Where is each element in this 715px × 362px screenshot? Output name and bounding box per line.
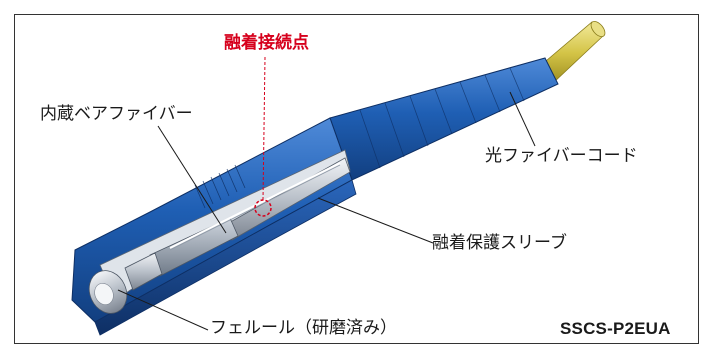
leader-fusion-point bbox=[262, 56, 266, 201]
connector-boot bbox=[329, 57, 559, 181]
label-fusion-protection-sleeve: 融着保護スリーブ bbox=[432, 233, 567, 253]
cutaway-interior bbox=[88, 149, 351, 314]
model-number: SSCS-P2EUA bbox=[560, 319, 671, 338]
label-ferrule: フェルール（研磨済み） bbox=[210, 318, 397, 338]
label-fusion-point: 融着接続点 bbox=[224, 33, 309, 53]
leader-fiber-cord bbox=[509, 91, 536, 147]
label-built-in-bare-fiber: 内蔵ベアファイバー bbox=[40, 104, 193, 124]
leader-ferrule bbox=[117, 289, 209, 331]
leader-sleeve bbox=[317, 197, 434, 244]
fusion-point-marker bbox=[254, 199, 272, 217]
leader-bare-fiber bbox=[157, 125, 227, 234]
label-fiber-cord: 光ファイバーコード bbox=[485, 146, 638, 166]
